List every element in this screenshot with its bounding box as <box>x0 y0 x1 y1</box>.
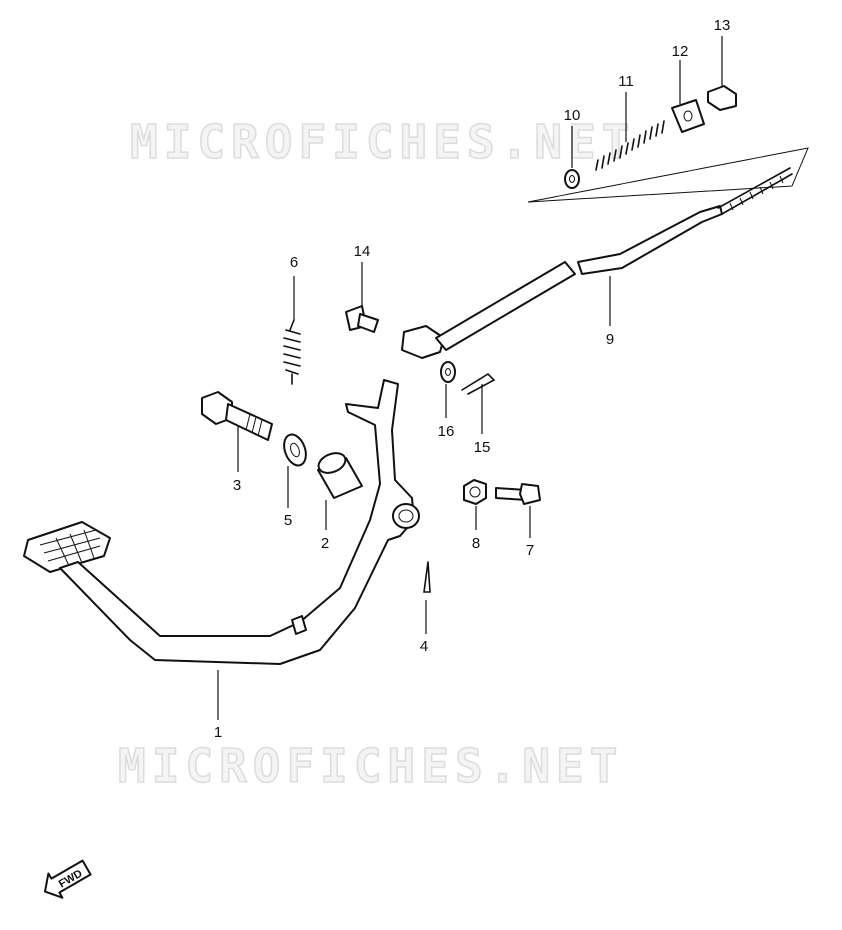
adjusting-nut-drawing <box>707 85 737 111</box>
leader-lines <box>217 36 723 720</box>
ref-13: 13 <box>714 17 731 34</box>
ref-5: 5 <box>284 512 292 529</box>
ref-15: 15 <box>474 439 491 456</box>
split-pin-drawing <box>423 561 431 593</box>
brake-pedal-drawing <box>23 379 420 665</box>
return-spring-drawing <box>283 319 301 385</box>
rod-joint-drawing <box>671 99 705 133</box>
flange-bolt-drawing <box>495 483 541 505</box>
brake-rod-drawing <box>401 147 809 359</box>
cotter-pin-drawing <box>461 372 496 395</box>
ref-10: 10 <box>564 107 581 124</box>
ref-7: 7 <box>526 542 534 559</box>
ref-12: 12 <box>672 43 689 60</box>
ref-14: 14 <box>354 243 371 260</box>
pedal-bushing-drawing <box>317 452 363 499</box>
rod-spring-drawing <box>595 120 665 171</box>
ref-11: 11 <box>618 73 634 90</box>
ref-8: 8 <box>472 535 480 552</box>
ref-6: 6 <box>290 254 298 271</box>
forward-direction-badge: FWD <box>44 859 92 899</box>
ref-2: 2 <box>321 535 329 552</box>
forward-arrow-icon <box>44 859 92 899</box>
hex-nut-drawing <box>463 479 487 505</box>
pin-washer-drawing <box>440 361 456 383</box>
ref-16: 16 <box>438 423 455 440</box>
ref-1: 1 <box>214 724 222 741</box>
watermark-bottom: MICROFICHES.NET <box>118 739 623 793</box>
ref-4: 4 <box>420 638 428 655</box>
watermark-top: MICROFICHES.NET <box>130 115 635 169</box>
circlip-washer-drawing <box>283 433 307 467</box>
clevis-pin-drawing <box>345 305 379 333</box>
pivot-bolt-drawing <box>201 391 273 441</box>
ref-9: 9 <box>606 331 614 348</box>
reference-numbers: 1 2 3 4 5 6 7 8 9 10 11 12 13 14 15 16 <box>214 17 731 741</box>
ref-3: 3 <box>233 477 241 494</box>
rod-washer-drawing <box>564 169 580 189</box>
